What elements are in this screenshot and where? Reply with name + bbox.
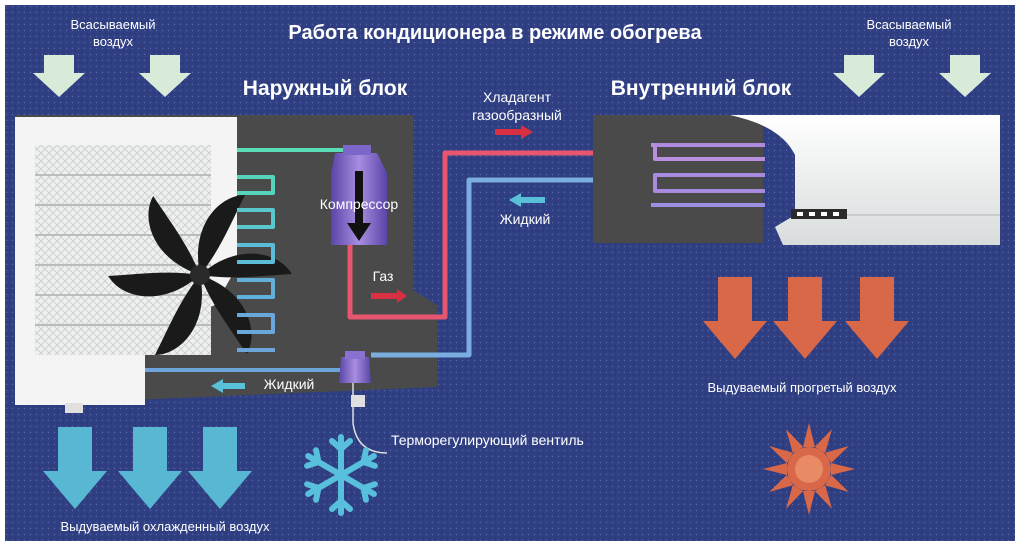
- outdoor-intake-label-2: воздух: [93, 34, 134, 49]
- valve-label: Терморегулирующий вентиль: [391, 432, 584, 448]
- gas-refrigerant-label-2: газообразный: [472, 107, 562, 123]
- outdoor-foot: [65, 403, 83, 413]
- compressor: [331, 145, 387, 245]
- indoor-intake-label-1: Всасываемый: [866, 17, 951, 32]
- outdoor-unit: Компрессор Наружный блок Газ Жидкий Терм…: [15, 77, 584, 454]
- pipe-liquid-arrow-icon: [509, 193, 545, 207]
- indoor-coil-housing: [593, 115, 763, 243]
- gas-refrigerant-arrow-icon: [495, 125, 533, 139]
- diagram-title: Работа кондиционера в режиме обогрева: [288, 22, 702, 44]
- thermo-valve: [339, 351, 388, 454]
- outdoor-liquid-arrow-icon: [211, 379, 245, 393]
- cold-exhaust-arrows: [43, 427, 252, 509]
- outdoor-unit-label: Наружный блок: [243, 77, 408, 100]
- outdoor-liquid-label: Жидкий: [264, 376, 315, 392]
- compressor-arrow-icon: [347, 171, 371, 241]
- indoor-exhaust-label: Выдуваемый прогретый воздух: [707, 380, 897, 395]
- gas-arrow-icon: [371, 289, 407, 303]
- outdoor-foot-right: [351, 395, 365, 407]
- sun-icon: [763, 423, 855, 515]
- indoor-unit: Внутренний блок Выдуваемый прогретый воз…: [593, 77, 1000, 395]
- indoor-unit-label: Внутренний блок: [611, 77, 792, 100]
- outdoor-gas-label: Газ: [373, 268, 394, 284]
- compressor-label: Компрессор: [320, 196, 399, 212]
- outdoor-exhaust-label: Выдуваемый охлажденный воздух: [60, 519, 270, 534]
- indoor-display: [791, 209, 847, 219]
- diagram-canvas: Работа кондиционера в режиме обогрева: [5, 5, 1015, 541]
- indoor-intake-label-2: воздух: [889, 34, 930, 49]
- outdoor-intake-label-1: Всасываемый: [70, 17, 155, 32]
- indoor-display-leds: [797, 212, 839, 216]
- gas-refrigerant-label-1: Хладагент: [483, 89, 552, 105]
- fan-blades: [108, 195, 292, 355]
- indoor-coil: [651, 143, 765, 207]
- pipe-liquid-label: Жидкий: [500, 211, 551, 227]
- snowflake-icon: [304, 434, 378, 516]
- warm-exhaust-arrows: [703, 277, 909, 359]
